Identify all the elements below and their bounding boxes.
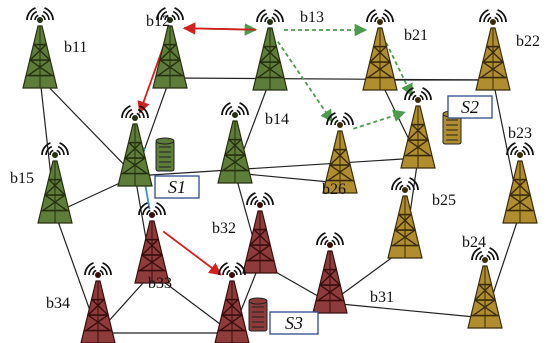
cell-tower-icon <box>312 232 348 314</box>
cell-tower-icon <box>80 262 116 343</box>
flow-arrow-b33-s3t <box>162 230 222 276</box>
server-label-box-S2: S2 <box>447 95 493 119</box>
cell-tower-icon <box>502 142 538 224</box>
link-s1t-s2t <box>134 157 419 177</box>
tower-label-b32: b32 <box>212 220 236 237</box>
cell-tower-icon <box>22 7 58 89</box>
flow-arrow-b13-b12 <box>182 22 257 35</box>
tower-label-b24: b24 <box>462 234 486 251</box>
cell-tower-icon <box>37 142 73 224</box>
cell-tower-icon <box>322 112 358 194</box>
labels-layer: b11 b12 b13 b14 b15 b21 b22 b23 b24 b25 b26 b31 b32 b… <box>10 9 540 312</box>
cell-tower-icon <box>467 247 503 329</box>
tower-label-b34: b34 <box>46 295 70 312</box>
cell-tower-icon <box>134 202 170 284</box>
server-rack-icon <box>248 297 268 332</box>
cell-tower-icon <box>362 9 398 91</box>
tower-label-b12: b12 <box>146 13 170 30</box>
cell-tower-icon <box>152 7 188 89</box>
server-label: S3 <box>285 313 303 333</box>
flow-arrow-b21-s2t <box>385 42 413 97</box>
tower-label-b15: b15 <box>10 170 34 187</box>
cell-tower-icon <box>242 192 278 274</box>
tower-label-b11: b11 <box>64 39 87 56</box>
tower-label-b26: b26 <box>322 181 346 198</box>
tower-label-b33: b33 <box>148 275 172 292</box>
tower-label-b23: b23 <box>508 125 532 142</box>
flow-arrow-b26-s2t <box>353 109 406 130</box>
cell-tower-icon <box>217 102 253 184</box>
link-b14-b26 <box>234 172 341 184</box>
server-label: S1 <box>168 177 186 197</box>
tower-label-b13: b13 <box>300 9 324 26</box>
tower-label-b25: b25 <box>432 192 456 209</box>
tower-label-b22: b22 <box>516 33 540 50</box>
tower-label-b14: b14 <box>265 111 289 128</box>
flow-arrow-b13-b26 <box>277 41 333 123</box>
cell-tower-icon <box>475 9 511 91</box>
tower-label-b21: b21 <box>404 27 428 44</box>
server-label: S2 <box>461 97 479 117</box>
server-label-box-S1: S1 <box>154 175 200 199</box>
cell-tower-icon <box>214 262 250 343</box>
link-b11-s1t <box>39 77 136 177</box>
cell-tower-icon <box>252 9 288 91</box>
cell-tower-icon <box>117 105 153 187</box>
cell-tower-icon <box>387 177 423 259</box>
tower-label-b31: b31 <box>370 289 394 306</box>
towers-layer <box>22 7 538 343</box>
server-rack-icon <box>155 137 175 172</box>
link-b31-b24 <box>329 302 486 319</box>
server-label-box-S3: S3 <box>269 311 319 335</box>
cell-tower-icon <box>400 87 436 169</box>
